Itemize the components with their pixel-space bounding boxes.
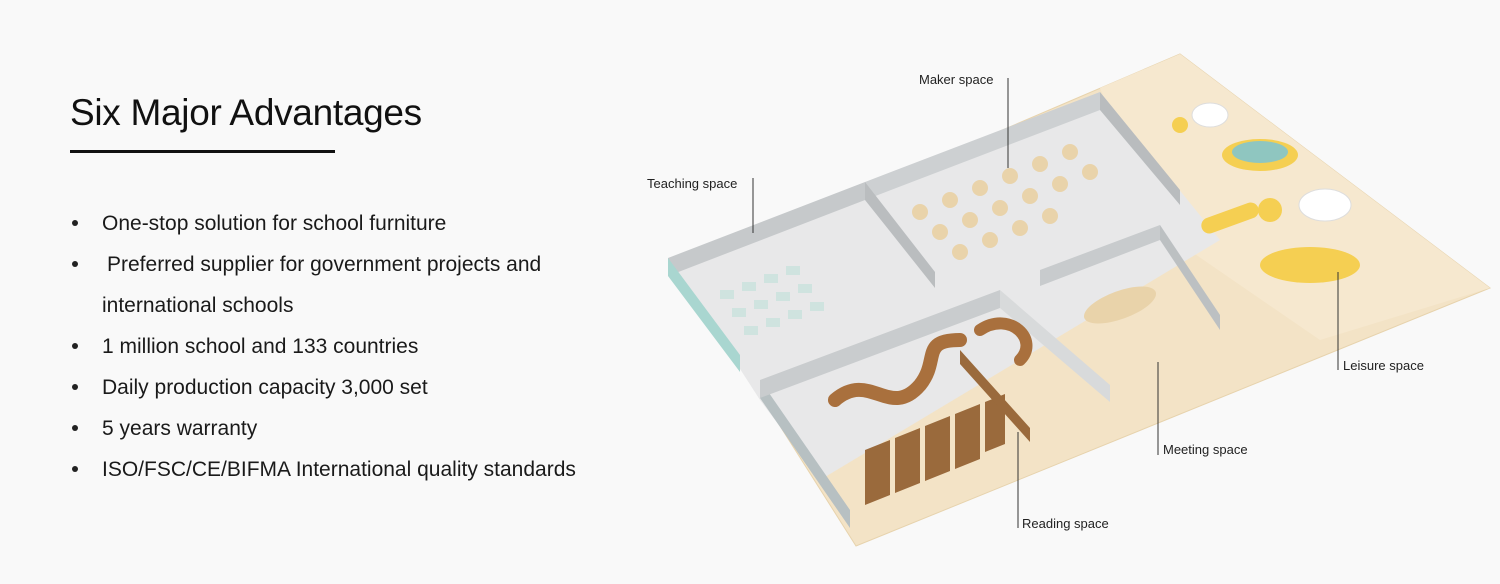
label-meeting-space: Meeting space [1163, 442, 1248, 457]
label-teaching-space: Teaching space [647, 176, 738, 191]
front-wall-left [668, 258, 740, 372]
label-leisure-space: Leisure space [1343, 358, 1424, 373]
school-floorplan-illustration: Maker space Teaching space Leisure space… [620, 40, 1500, 584]
advantage-item: Daily production capacity 3,000 set [70, 367, 630, 408]
floorplan-drawing [668, 53, 1492, 547]
reading-bookshelves [865, 350, 1030, 505]
meeting-table [1083, 286, 1157, 324]
advantage-item: 1 million school and 133 countries [70, 326, 630, 367]
advantage-item: ISO/FSC/CE/BIFMA International quality s… [70, 449, 630, 490]
reading-back-wall [760, 290, 1000, 398]
back-wall-left [668, 182, 865, 276]
leisure-partition [1160, 225, 1220, 330]
bookshelf-wall [1000, 290, 1110, 402]
advantage-item: One-stop solution for school furniture [70, 203, 630, 244]
label-maker-space: Maker space [919, 72, 994, 87]
label-reading-space: Reading space [1022, 516, 1109, 531]
pod-chair [1191, 102, 1229, 128]
label-leader-lines [752, 78, 1339, 528]
maker-tables [912, 144, 1098, 260]
reading-curved-table [828, 333, 967, 407]
back-wall-right [865, 92, 1100, 200]
section-title: Six Major Advantages [70, 92, 422, 133]
rooms-floor [670, 92, 1220, 480]
front-wall-reading [760, 380, 850, 528]
round-booth [1298, 188, 1352, 222]
advantages-list: One-stop solution for school furniture P… [70, 203, 630, 490]
meeting-wall [1040, 225, 1160, 286]
leisure-floor [1100, 54, 1490, 340]
leisure-furniture [1172, 117, 1360, 283]
advantage-item-continued: international schools [102, 294, 294, 317]
right-wall [1100, 92, 1180, 205]
advantage-item: 5 years warranty [70, 408, 630, 449]
teaching-desks [720, 266, 824, 335]
advantage-item: Preferred supplier for government projec… [70, 244, 630, 285]
advantages-section: Six Major Advantages One-stop solution f… [70, 90, 630, 490]
title-underline [70, 150, 335, 153]
teaching-partition [865, 182, 935, 288]
reading-curved-table-2 [974, 317, 1033, 366]
